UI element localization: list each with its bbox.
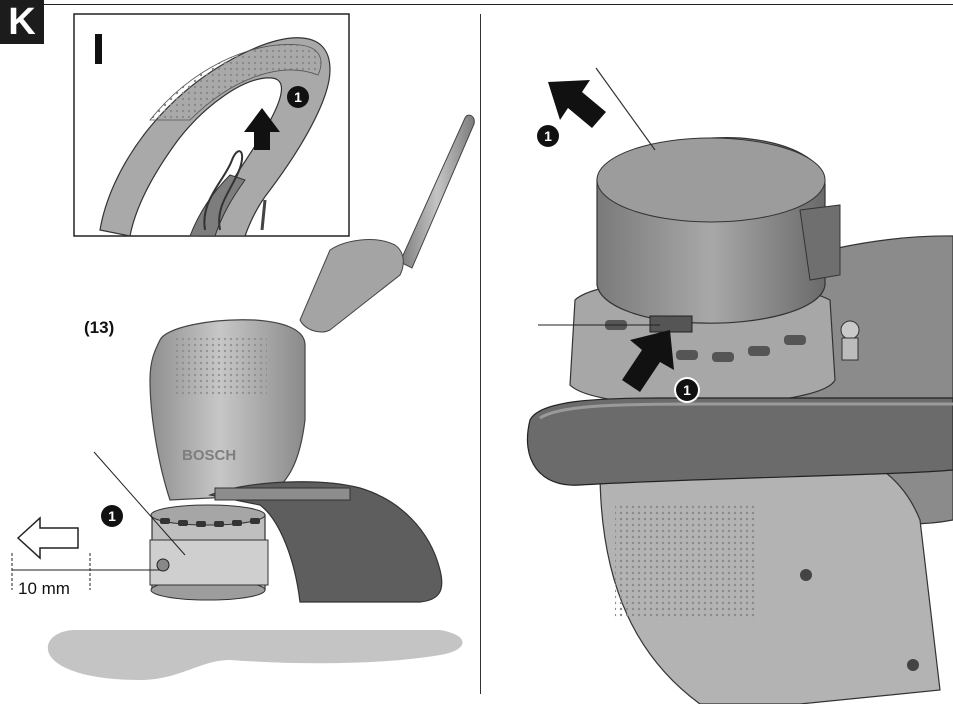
guard: [207, 481, 443, 603]
top-rule: [44, 4, 953, 5]
arrow-up-icon: [622, 330, 674, 392]
cable: [203, 150, 244, 231]
leader-line-13: [93, 451, 186, 556]
spool-cap-top: [596, 137, 826, 223]
center-divider: [480, 14, 481, 694]
step-marker-inset: 1: [287, 86, 309, 108]
brand-logo: BOSCH: [182, 447, 236, 464]
inset-step-bar: [95, 34, 102, 64]
handle-texture: [149, 44, 322, 121]
ground-shadow: [47, 630, 463, 680]
step-marker-right-tab: 1: [676, 379, 698, 401]
vent-grille: [172, 338, 267, 398]
arrow-left-outline-icon: [16, 516, 79, 560]
inset-illustration: [73, 13, 350, 237]
arrow-up-icon: [548, 80, 606, 128]
step-marker-right-top: 1: [537, 125, 559, 147]
reference-label: (13): [84, 318, 115, 337]
trimmer-line: [595, 67, 656, 151]
dimension-label: 10 mm: [18, 579, 70, 598]
trimmer-head-left: BOSCH: [11, 114, 475, 680]
release-tab: [649, 315, 693, 333]
trimmer-head-right: [526, 67, 953, 704]
section-badge: K: [0, 0, 44, 44]
step-marker-left: 1: [101, 505, 123, 527]
vent-grille-right: [615, 505, 755, 620]
arrow-up-icon: [244, 108, 280, 150]
cable-end: [260, 199, 267, 231]
bumper-bar: [526, 397, 953, 486]
